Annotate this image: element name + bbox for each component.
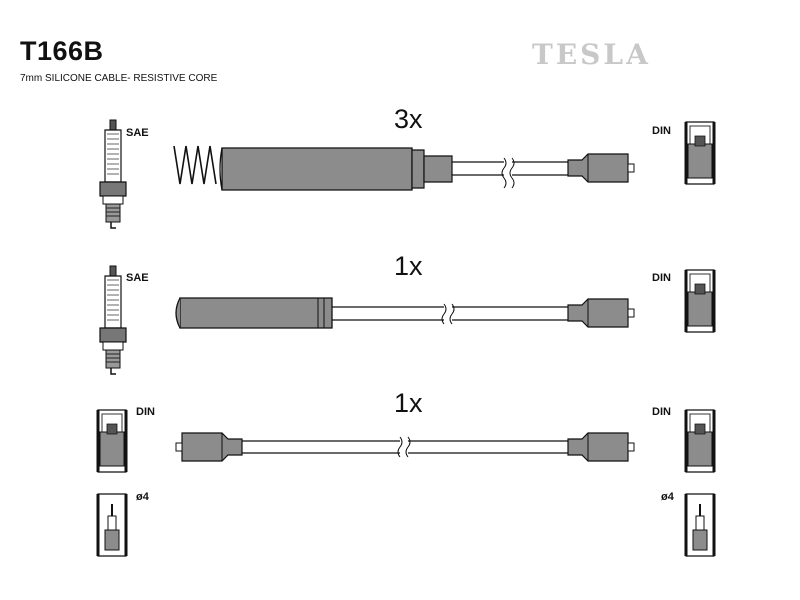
row2-quantity: 1x	[394, 251, 423, 281]
cable-description: 7mm SILICONE CABLE- RESISTIVE CORE	[20, 73, 218, 84]
row3-right-din-tower-icon	[684, 408, 716, 474]
part-code: T166B	[20, 36, 104, 66]
row3-right-label: DIN	[652, 406, 671, 418]
row1-quantity: 3x	[394, 104, 423, 134]
terminal-left-label: ø4	[136, 491, 149, 503]
terminal-right-icon	[684, 492, 716, 558]
row2-cable	[332, 303, 568, 325]
row1-right-label: DIN	[652, 125, 671, 137]
row3-left-din-tower-icon	[96, 408, 128, 474]
row1-din-tower-icon	[684, 120, 716, 186]
row1-cable	[452, 157, 568, 189]
row1-din-boot	[567, 153, 635, 183]
row3-left-label: DIN	[136, 406, 155, 418]
row3-quantity: 1x	[394, 388, 423, 418]
row2-din-tower-icon	[684, 268, 716, 334]
row3-right-din-boot	[567, 432, 635, 462]
brand-logo: TESLA	[532, 38, 651, 71]
row3-cable	[242, 436, 568, 458]
row2-right-label: DIN	[652, 272, 671, 284]
terminal-right-label: ø4	[661, 491, 674, 503]
terminal-left-icon	[96, 492, 128, 558]
row1-left-label: SAE	[126, 127, 149, 139]
row3-left-din-boot	[175, 432, 243, 462]
spark-plug-icon	[99, 119, 127, 229]
row2-straight-boot	[179, 297, 333, 329]
spring-icon	[173, 145, 217, 185]
spark-plug-icon	[99, 265, 127, 375]
row2-left-label: SAE	[126, 272, 149, 284]
row1-long-boot	[221, 147, 413, 191]
row2-din-boot	[567, 298, 635, 328]
